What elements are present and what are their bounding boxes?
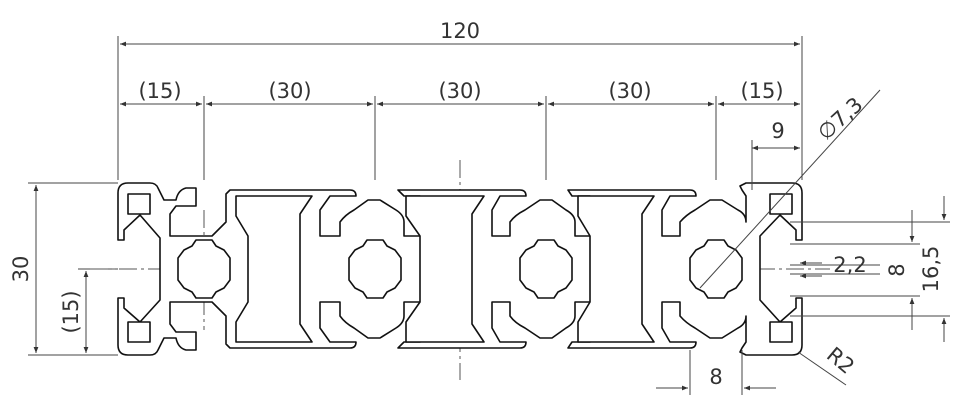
dim-30-a: (30) (268, 79, 311, 103)
dim-30-b: (30) (438, 79, 481, 103)
dim-half-height: (15) (59, 290, 83, 333)
dimension-lines-top (120, 41, 800, 107)
dim-15-left: (15) (138, 79, 181, 103)
dim-30-c: (30) (608, 79, 651, 103)
dimension-lines-left (33, 185, 89, 353)
dim-2-2: 2,2 (833, 253, 866, 277)
extrusion-profile (117, 182, 803, 356)
dim-height: 30 (9, 256, 33, 283)
dim-8-bottom: 8 (709, 365, 722, 389)
extension-lines (28, 36, 803, 356)
dim-overall-width: 120 (440, 19, 480, 43)
dim-corner-radius: R2 (822, 342, 859, 378)
dim-bore-diameter: ∅7,3 (813, 93, 867, 145)
dim-8-right: 8 (885, 263, 909, 276)
dim-slot-9: 9 (771, 119, 784, 143)
dim-16-5: 16,5 (919, 246, 943, 293)
dimension-lines-right (656, 89, 950, 395)
dim-15-right: (15) (740, 79, 783, 103)
